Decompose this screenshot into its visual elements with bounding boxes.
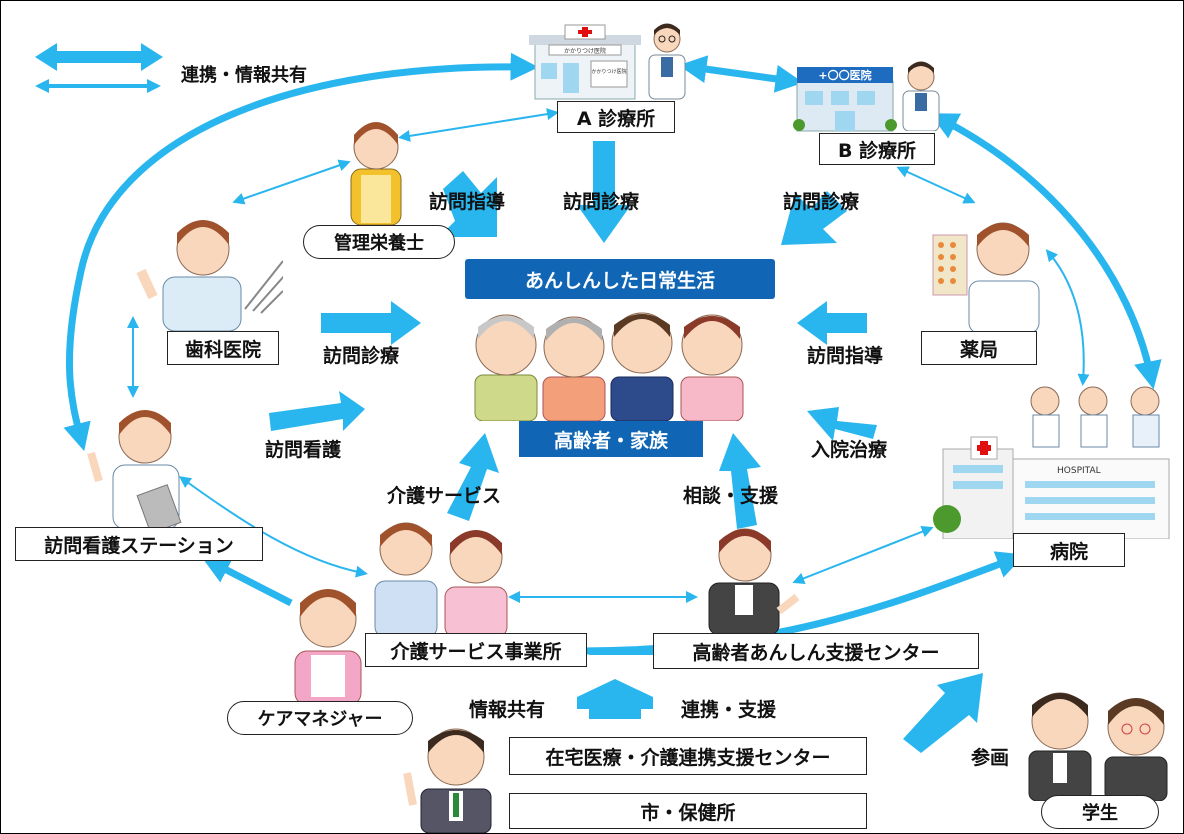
link-support-hospital: [792, 525, 934, 585]
clinic-b-label: B 診療所: [819, 133, 935, 165]
nurse-person-icon: [87, 410, 182, 529]
arrow-hospital-to-center: [807, 407, 877, 441]
label-visit-guidance: 訪問指導: [429, 191, 506, 213]
link-clinic-b-to-hospital: [929, 113, 1162, 390]
link-clinic-a-dietitian: [398, 108, 559, 142]
hospital-staff-icons: [1030, 386, 1160, 448]
arrow-shared-up: [577, 679, 653, 719]
students-icon: [1028, 692, 1168, 801]
arrow-clinic-b-to-center: [781, 191, 847, 245]
link-clinic-a-to-nursing: [63, 52, 539, 452]
label-visit-guidance-pharmacy: 訪問指導: [807, 345, 884, 367]
clinic-a-sign: かかりつけ医院: [564, 47, 606, 55]
support-staff-icon: [708, 528, 800, 635]
link-clinicb-pharmacy: [896, 166, 976, 204]
doctor-a-icon: [648, 23, 686, 100]
care-manager-label: ケアマネジャー: [227, 701, 413, 735]
link-caremanager-to-nursing: [201, 557, 293, 607]
label-visit-medical-center: 訪問診療: [563, 191, 640, 213]
arrow-nursing-to-center: [269, 391, 365, 431]
dental-label: 歯科医院: [167, 331, 279, 365]
arrow-pharmacy-to-center: [797, 301, 867, 345]
family-label: 高齢者・家族: [519, 421, 703, 457]
clinic-b-building-icon: +〇〇医院: [793, 67, 897, 132]
legend-thin-arrow-icon: [35, 79, 161, 93]
city-health-label: 市・保健所: [509, 793, 867, 829]
dietitian-label: 管理栄養士: [303, 225, 455, 259]
students-label: 学生: [1041, 795, 1159, 829]
label-care-service: 介護サービス: [387, 485, 502, 507]
arrow-students-participation: [903, 673, 983, 753]
label-coop-support: 連携・支援: [681, 699, 777, 721]
doctor-b-icon: [902, 61, 940, 131]
home-medical-center-label: 在宅医療・介護連携支援センター: [509, 737, 867, 775]
clinic-a-small-sign: かかりつけ医院: [591, 68, 626, 75]
hospital-sign: HOSPITAL: [1057, 466, 1101, 476]
arrow-support-to-center: [719, 433, 761, 529]
clinic-b-sign: +〇〇医院: [818, 68, 871, 82]
label-visit-nursing: 訪問看護: [265, 439, 342, 461]
pharmacist-person-icon: [932, 222, 1040, 333]
dentist-person-icon: [136, 220, 283, 331]
arrow-dental-to-center: [321, 301, 421, 345]
dietitian-person-icon: [350, 122, 402, 225]
elderly-family-icon: [474, 312, 744, 421]
arrow-clinic-a-to-center: [577, 141, 631, 243]
clinic-a-building-icon: かかりつけ医院 かかりつけ医院: [529, 24, 641, 100]
legend-label: 連携・情報共有: [181, 65, 307, 86]
nursing-station-label: 訪問看護ステーション: [15, 527, 263, 561]
label-visit-medical-right: 訪問診療: [783, 191, 860, 213]
block-arrows: [269, 141, 983, 753]
legend-arrows: [35, 43, 163, 93]
center-banner: あんしんした日常生活: [465, 259, 775, 299]
link-nursing-care: [178, 476, 368, 578]
pharmacy-label: 薬局: [921, 331, 1037, 365]
link-clinic-a-to-clinic-b: [678, 55, 804, 93]
hospital-building-icon: HOSPITAL: [933, 386, 1170, 539]
hospital-label: 病院: [1013, 533, 1125, 567]
care-office-label: 介護サービス事業所: [365, 633, 587, 667]
arrow-dietitian-to-center: [439, 171, 497, 237]
link-dietitian-dental: [232, 159, 351, 205]
arrow-care-to-center: [447, 433, 499, 521]
label-hospitalization: 入院治療: [811, 439, 888, 461]
label-consult-support: 相談・支援: [683, 485, 779, 507]
label-info-share: 情報共有: [469, 699, 546, 721]
care-manager-person-icon: [294, 589, 362, 705]
legend-thick-arrow-icon: [35, 43, 163, 71]
official-person-icon: [403, 728, 492, 833]
label-participation: 参画: [971, 747, 1010, 769]
care-staff-icon: [374, 522, 508, 637]
support-center-label: 高齢者あんしん支援センター: [653, 633, 979, 669]
link-pharmacy-hospital: [1045, 249, 1090, 386]
link-bar-care-support: [589, 649, 659, 655]
label-visit-medical-dental: 訪問診療: [323, 345, 400, 367]
clinic-a-label: A 診療所: [557, 101, 675, 133]
